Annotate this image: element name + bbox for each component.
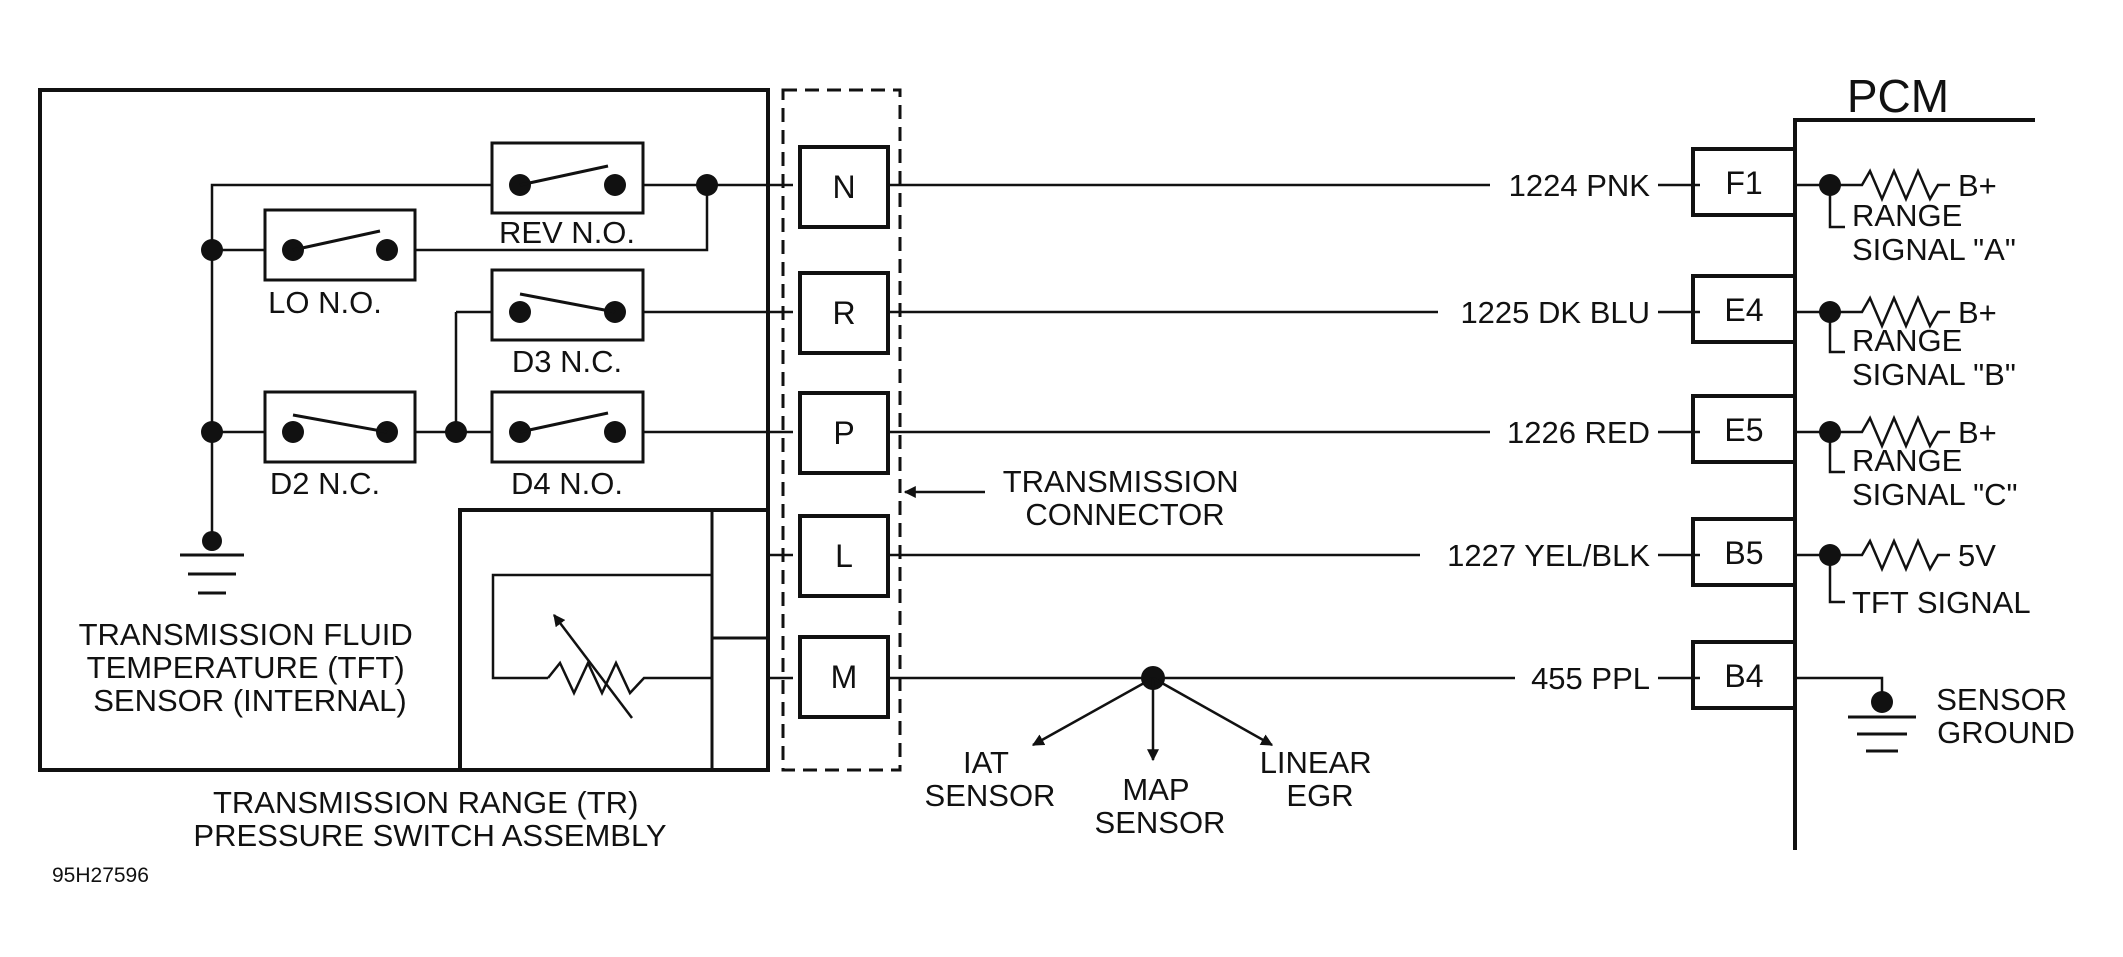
connector-pin-p: P <box>798 391 890 475</box>
wire-circuit-label-455: 455 PPL <box>1531 661 1650 696</box>
transmission-connector-outline <box>781 88 902 772</box>
assembly-internal-wiring <box>210 183 793 696</box>
connector-pin-r: R <box>798 271 890 355</box>
iat-sensor-label: IAT SENSOR <box>925 745 1056 813</box>
sensor-ground-label: SENSOR GROUND <box>1936 682 2076 750</box>
pcm-internal-wiring <box>1795 167 1950 702</box>
switch-d3-label: D3 N.C. <box>512 344 622 379</box>
wire-circuit-label-1226: 1226 RED <box>1507 415 1650 450</box>
transmission-connector-label: TRANSMISSION CONNECTOR <box>1003 464 1248 532</box>
svg-text:F1: F1 <box>1725 165 1762 201</box>
switch-d2 <box>263 390 417 464</box>
sensor-ground-dot <box>1871 691 1893 713</box>
wire-circuit-label-1225: 1225 DK BLU <box>1460 295 1650 330</box>
wire-circuit-label-1227: 1227 YEL/BLK <box>1447 538 1650 573</box>
svg-text:B5: B5 <box>1724 535 1763 571</box>
supply-label-f1: B+ <box>1958 168 1997 203</box>
junction-dot <box>696 174 718 196</box>
harness-wires <box>888 183 1700 680</box>
pcm-title: PCM <box>1847 70 1949 122</box>
range-signal-b-label: RANGE SIGNAL "B" <box>1852 323 2016 392</box>
ground-junction-dot <box>202 531 222 551</box>
svg-text:B4: B4 <box>1724 658 1763 694</box>
supply-label-e4: B+ <box>1958 295 1997 330</box>
figure-code: 95H27596 <box>52 864 149 887</box>
connector-pin-m: M <box>798 635 890 719</box>
pcm-node-dot <box>1819 301 1841 323</box>
junction-dot <box>445 421 467 443</box>
range-signal-a-label: RANGE SIGNAL "A" <box>1852 198 2016 267</box>
switch-lo <box>263 208 417 282</box>
pcm-node-dot <box>1819 174 1841 196</box>
pcm-node-dot <box>1819 544 1841 566</box>
branch-arrow-egr <box>1152 676 1274 747</box>
tft-sensor-label: TRANSMISSION FLUID TEMPERATURE (TFT) SEN… <box>79 617 422 718</box>
map-sensor-label: MAP SENSOR <box>1095 772 1226 840</box>
pcm-pin-b4: B4 <box>1691 640 1797 710</box>
connector-pin-l: L <box>798 514 890 598</box>
tft-terminal-upper <box>710 508 770 640</box>
pcm-pin-f1: F1 <box>1691 147 1797 217</box>
switch-rev-label: REV N.O. <box>499 215 635 250</box>
switch-rev <box>490 141 645 215</box>
tr-assembly-label: TRANSMISSION RANGE (TR) PRESSURE SWITCH … <box>193 785 666 853</box>
svg-text:P: P <box>833 415 854 451</box>
svg-text:E5: E5 <box>1724 412 1763 448</box>
pcm-node-dot <box>1819 421 1841 443</box>
thermistor-variable-arrow <box>553 614 633 719</box>
branch-arrow-iat <box>1031 676 1154 747</box>
linear-egr-label: LINEAR EGR <box>1260 745 1381 813</box>
tft-sensor-housing <box>458 508 770 772</box>
tr-assembly-outline <box>38 88 770 772</box>
svg-text:N: N <box>832 169 855 205</box>
chassis-ground-icon <box>180 553 244 595</box>
sensor-ground-icon <box>1848 715 1916 753</box>
pcm-boundary <box>1793 118 2035 850</box>
pcm-pin-e4: E4 <box>1691 274 1797 344</box>
svg-text:L: L <box>835 538 853 574</box>
switch-d4-label: D4 N.O. <box>511 466 623 501</box>
svg-text:M: M <box>831 659 858 695</box>
pcm-pin-b5: B5 <box>1691 517 1797 587</box>
junction-dot <box>201 421 223 443</box>
switch-d4 <box>490 390 645 464</box>
supply-label-e5: B+ <box>1958 415 1997 450</box>
junction-dot <box>201 239 223 261</box>
pcm-pin-e5: E5 <box>1691 394 1797 464</box>
supply-label-b5: 5V <box>1958 538 1996 573</box>
switch-d2-label: D2 N.C. <box>270 466 380 501</box>
connector-pin-n: N <box>798 145 890 229</box>
switch-d3 <box>490 268 645 342</box>
wire-circuit-label-1224: 1224 PNK <box>1509 168 1651 203</box>
tft-terminal-lower <box>710 636 770 772</box>
range-signal-c-label: RANGE SIGNAL "C" <box>1852 443 2018 512</box>
switch-lo-label: LO N.O. <box>268 285 382 320</box>
svg-text:E4: E4 <box>1724 292 1763 328</box>
tft-signal-label: TFT SIGNAL <box>1852 585 2031 620</box>
svg-text:R: R <box>832 295 855 331</box>
